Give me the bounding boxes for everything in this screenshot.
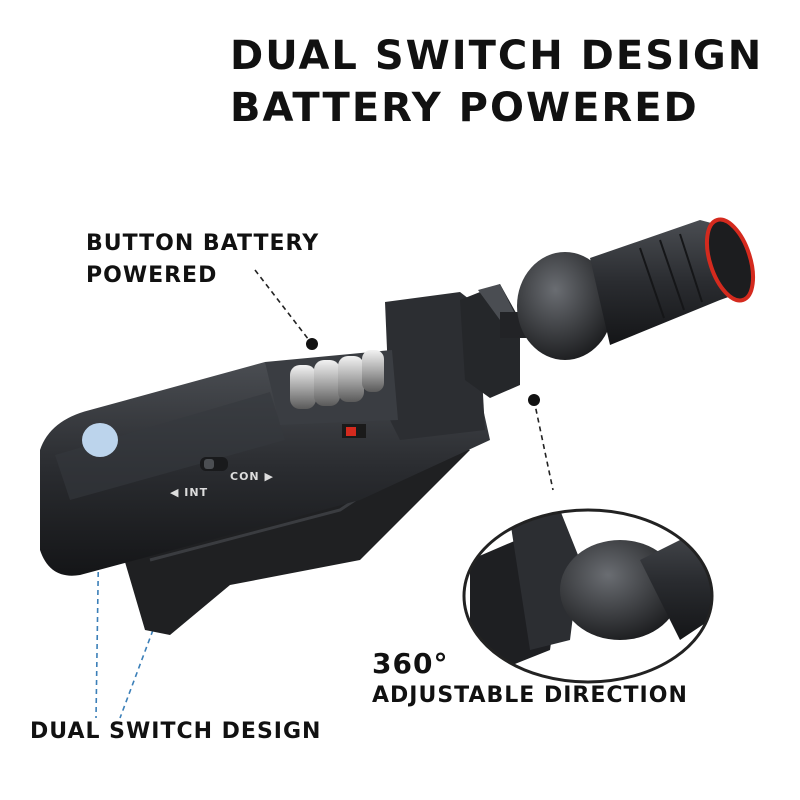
battery-callout-line-1: BUTTON BATTERY	[86, 231, 320, 256]
battery-coils	[290, 350, 384, 409]
headline-line-1: DUAL SWITCH DESIGN	[230, 33, 764, 79]
leader-lines	[95, 269, 554, 719]
rotation-callout-number: 360°	[372, 647, 449, 680]
zoom-inset-border	[462, 508, 714, 684]
headline-line-2: BATTERY POWERED	[230, 85, 699, 131]
device-head	[385, 292, 485, 440]
led-button	[82, 423, 118, 457]
battery-callout: BUTTON BATTERY POWERED	[86, 228, 319, 292]
ball-joint	[517, 252, 613, 360]
rotation-leader-line	[533, 399, 554, 491]
switch-label-int: ◀ INT	[170, 486, 209, 499]
battery-leader-line	[254, 269, 313, 345]
red-indicator	[346, 427, 356, 436]
headline: DUAL SWITCH DESIGN BATTERY POWERED	[230, 30, 763, 134]
switch-leader-line-1	[95, 454, 101, 719]
red-ring	[704, 217, 756, 303]
switch-callout: DUAL SWITCH DESIGN	[30, 719, 322, 744]
switch-leader-line-2	[119, 469, 214, 719]
rotation-callout-text: ADJUSTABLE DIRECTION	[372, 683, 688, 708]
rotation-leader-dot	[528, 394, 540, 406]
zoom-inset	[462, 508, 714, 684]
battery-leader-dot	[306, 338, 318, 350]
switch-label-con: CON ▶	[230, 470, 274, 483]
battery-callout-line-2: POWERED	[86, 263, 218, 288]
